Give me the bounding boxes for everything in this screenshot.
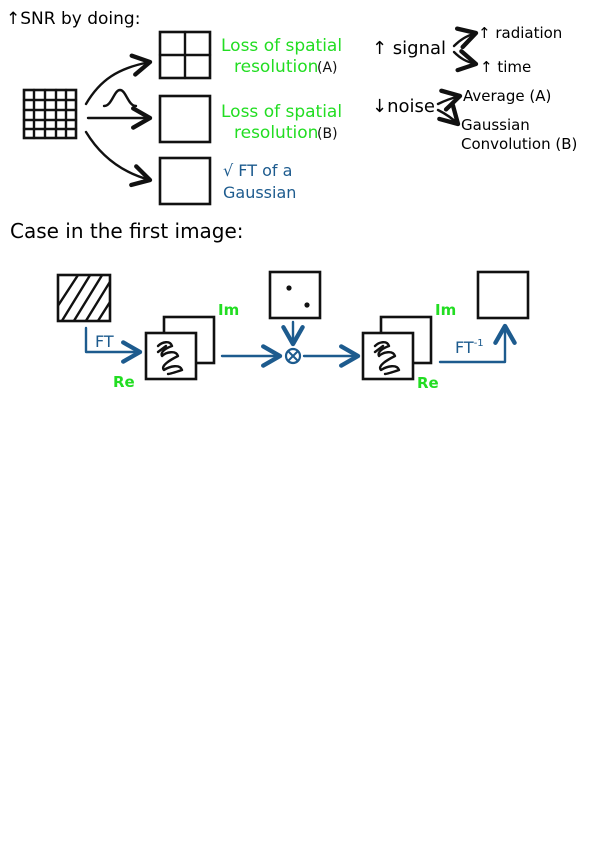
ft-label: FT	[95, 332, 114, 351]
noise-label: ↓noise	[372, 96, 435, 117]
ft-inverse-label: FT-1	[455, 338, 484, 357]
arrow-to-gaussian	[436, 103, 461, 127]
arrow-to-option-c	[84, 130, 153, 188]
output-image	[476, 270, 530, 320]
option-c-label-2: Gaussian	[223, 183, 296, 202]
ft-arrow	[84, 326, 143, 364]
arrow-to-radiation	[452, 26, 479, 50]
option-c-box	[158, 156, 212, 206]
hatched-input-image	[56, 273, 112, 323]
re-label-2: Re	[417, 374, 439, 392]
gaussian-label-1: Gaussian	[461, 116, 530, 134]
option-a-label-1: Loss of spatial	[221, 36, 342, 56]
option-a-box	[158, 30, 212, 80]
im-label-2: Im	[435, 301, 456, 319]
option-b-label-1: Loss of spatial	[221, 102, 342, 122]
gaussian-label-2: Convolution (B)	[461, 135, 577, 153]
re-label-1: Re	[113, 373, 135, 391]
option-a-tag: (A)	[317, 60, 338, 76]
arrow-to-time	[452, 49, 479, 73]
spectrum-stack-2	[361, 315, 433, 381]
case-title: Case in the first image:	[10, 219, 244, 243]
source-grid-image	[22, 88, 78, 140]
signal-label: ↑ signal	[372, 38, 446, 59]
filter-dots-image	[268, 270, 322, 320]
option-b-label-2: resolution	[234, 123, 318, 143]
arrow-to-average	[436, 88, 463, 112]
multiply-operator	[284, 347, 302, 365]
option-b-box	[158, 94, 212, 144]
ft-inverse-arrow	[438, 323, 517, 364]
option-a-label-2: resolution	[234, 57, 318, 77]
radiation-label: ↑ radiation	[478, 24, 562, 42]
option-c-label-1: √ FT of a	[223, 161, 292, 180]
option-b-tag: (B)	[317, 126, 338, 142]
average-label: Average (A)	[463, 87, 551, 105]
time-label: ↑ time	[480, 58, 531, 76]
arrow-to-option-a	[84, 53, 153, 106]
gaussian-curve-icon	[102, 88, 138, 108]
spectrum-stack-1	[144, 315, 216, 381]
im-label-1: Im	[218, 301, 239, 319]
snr-heading: ↑SNR by doing:	[6, 9, 140, 29]
